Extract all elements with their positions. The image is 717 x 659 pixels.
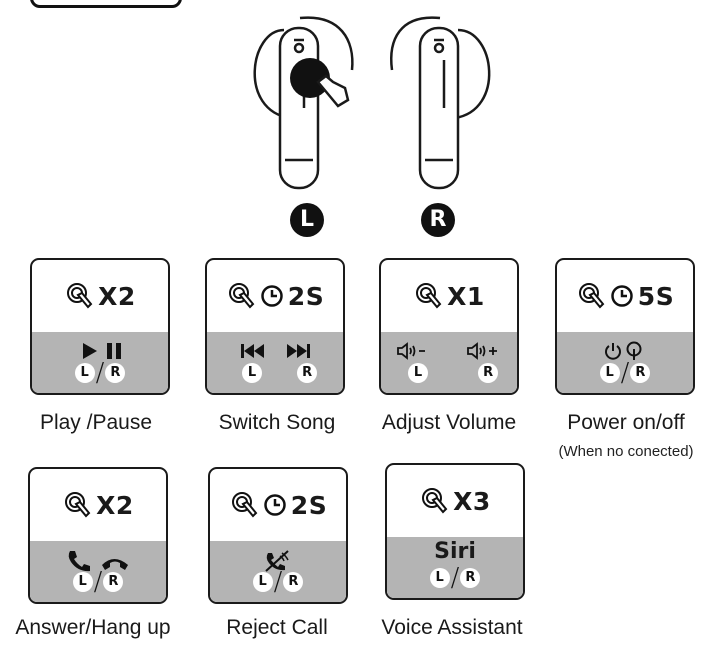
card-adjust-volume: X1 L R [379, 258, 519, 395]
gesture-count: X3 [453, 486, 491, 516]
call-icons [68, 551, 128, 572]
right-badge: R [421, 203, 455, 237]
next-track-icon [287, 344, 310, 358]
reject-call-icon [265, 550, 289, 572]
right-chip: R [103, 571, 124, 592]
hold-duration: 2S [290, 490, 328, 520]
left-badge: L [290, 203, 324, 237]
power-icons [605, 341, 642, 360]
left-chip: L [408, 362, 428, 383]
clock-icon [611, 285, 633, 307]
play-icon [83, 343, 97, 359]
card-voice-assistant: X3 Siri L/R [385, 463, 525, 600]
right-chip: R [283, 571, 304, 592]
left-chip: L [252, 571, 273, 592]
caption-play-pause: Play /Pause [39, 411, 153, 434]
tap-icon [231, 492, 258, 518]
volume-icons [397, 342, 497, 360]
hold-duration: 5S [637, 281, 675, 311]
card-play-pause: X2 L/R [30, 258, 170, 395]
tap-icon [578, 283, 605, 309]
right-chip: R [297, 362, 318, 383]
earbuds-illustration [253, 16, 491, 190]
right-chip: R [630, 362, 651, 383]
power-on-icon [605, 343, 621, 360]
clock-icon [264, 494, 286, 516]
right-chip: R [105, 362, 126, 383]
tap-icon [228, 283, 255, 309]
track-icons [241, 344, 310, 358]
card-reject-call: 2S L/R [208, 467, 348, 604]
volume-up-icon [467, 342, 497, 360]
previous-track-icon [241, 344, 264, 358]
left-chip: L [242, 362, 262, 383]
caption-answer-hangup: Answer/Hang up [15, 616, 171, 639]
card-switch-song: 2S L R [205, 258, 345, 395]
right-chip: R [478, 362, 499, 383]
subcaption-power: (When no conected) [558, 443, 694, 460]
card-answer-hangup: X2 L/R [28, 467, 168, 604]
card-power: 5S L/R [555, 258, 695, 395]
pause-icon [107, 343, 112, 359]
left-chip: L [429, 567, 450, 588]
tap-hand-icon [290, 58, 350, 108]
left-chip: L [74, 362, 95, 383]
volume-down-icon [397, 342, 425, 360]
caption-voice-assistant: Voice Assistant [381, 616, 523, 639]
tap-icon [67, 283, 93, 309]
left-chip: L [599, 362, 620, 383]
tap-icon [422, 488, 448, 514]
power-off-icon [626, 341, 642, 360]
caption-reject-call: Reject Call [226, 616, 328, 639]
caption-adjust-volume: Adjust Volume [381, 411, 517, 434]
play-pause-icons [83, 343, 121, 359]
gesture-count: X2 [96, 490, 134, 520]
gesture-count: X1 [447, 281, 485, 311]
tap-icon [65, 492, 91, 518]
right-earbud-icon [390, 16, 491, 190]
hold-duration: 2S [287, 281, 325, 311]
clock-icon [261, 285, 283, 307]
caption-switch-song: Switch Song [218, 411, 336, 434]
tap-icon [416, 283, 442, 309]
answer-call-icon [68, 551, 90, 572]
right-chip: R [460, 567, 481, 588]
gesture-count: X2 [98, 281, 136, 311]
left-chip: L [72, 571, 93, 592]
siri-label: Siri [434, 539, 476, 564]
hang-up-icon [102, 559, 128, 570]
caption-power: Power on/off [567, 411, 685, 434]
